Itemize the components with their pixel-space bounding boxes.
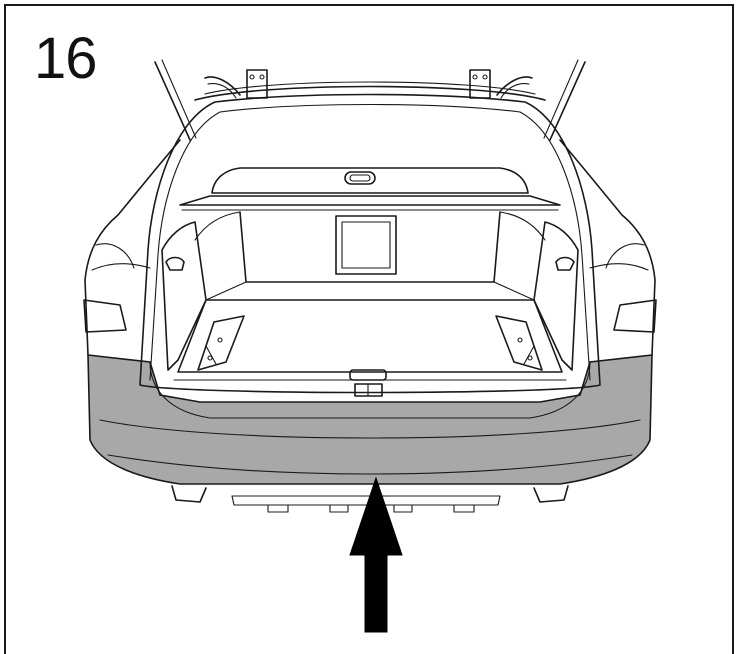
trunk-latch (349, 369, 387, 397)
left-body-side (84, 139, 181, 356)
right-body-side (559, 139, 656, 356)
instruction-frame (4, 4, 734, 654)
left-exhaust (171, 485, 207, 503)
luggage-cover (211, 167, 529, 194)
cover-handle (344, 171, 376, 185)
right-tail-light (613, 299, 657, 333)
up-arrow-icon (349, 476, 403, 633)
rear-bumper (87, 354, 653, 485)
right-tie-down-rail (495, 315, 543, 371)
roof-line (194, 85, 546, 101)
right-exhaust (533, 485, 569, 503)
left-tail-light (83, 299, 127, 333)
left-gas-strut (154, 61, 191, 141)
rear-diffuser (231, 495, 501, 506)
left-tie-down-rail (197, 315, 245, 371)
trunk-opening (139, 93, 601, 394)
trunk-floor (177, 299, 563, 373)
right-side-wall (533, 221, 579, 371)
step-number: 16 (34, 26, 98, 91)
trunk-back-wall (239, 211, 501, 283)
seat-back-pocket (335, 215, 397, 275)
left-side-wall (161, 221, 207, 371)
left-trunk-lamp (165, 256, 185, 271)
right-hinge (469, 69, 533, 99)
right-gas-strut (549, 61, 586, 141)
left-hinge (204, 69, 268, 99)
right-trunk-lamp (555, 256, 575, 271)
